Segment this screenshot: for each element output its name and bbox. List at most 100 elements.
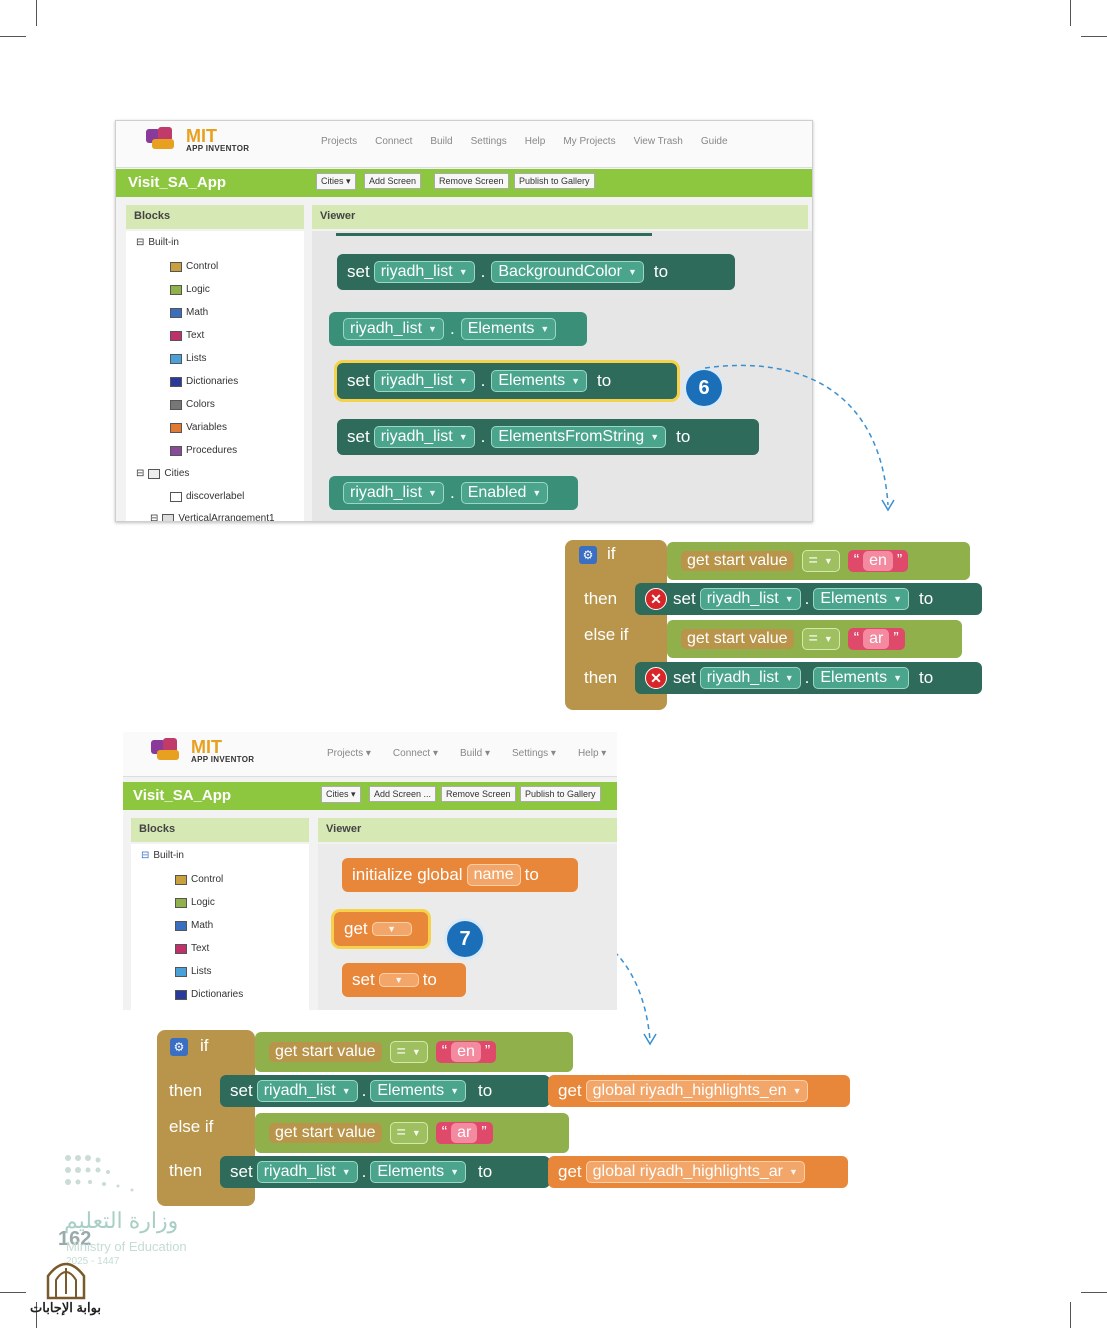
tree-item-dictionaries[interactable]: Dictionaries <box>170 376 238 387</box>
tree-item-logic[interactable]: Logic <box>170 284 210 295</box>
property-dropdown[interactable]: Elements▼ <box>370 1080 466 1102</box>
set-elements-block-highlighted[interactable]: set riyadh_list▼ . Elements▼ to <box>337 363 677 399</box>
property-dropdown[interactable]: Elements▼ <box>813 667 909 689</box>
screen-dropdown[interactable]: Cities ▾ <box>316 173 356 190</box>
collapse-icon[interactable]: ⊟ <box>136 468 145 479</box>
menu-settings[interactable]: Settings ▾ <box>512 748 556 759</box>
set-backgroundcolor-block[interactable]: set riyadh_list▼ . BackgroundColor▼ to <box>337 254 735 290</box>
get-global-en-block[interactable]: get global riyadh_highlights_en▼ <box>548 1075 850 1107</box>
get-start-value-block[interactable]: get start value <box>269 1123 382 1143</box>
set-elements-ar-block[interactable]: ✕ set riyadh_list▼ . Elements▼ to <box>635 662 982 694</box>
menu-guide[interactable]: Guide <box>700 136 728 147</box>
tree-item-procedures[interactable]: Procedures <box>170 445 237 456</box>
menu-connect[interactable]: Connect ▾ <box>392 748 438 759</box>
tree-item-lists[interactable]: Lists <box>170 353 207 364</box>
publish-button[interactable]: Publish to Gallery <box>514 173 595 189</box>
text-ar-block[interactable]: “ar” <box>435 1122 493 1144</box>
property-dropdown[interactable]: Elements▼ <box>813 588 909 610</box>
equals-dropdown[interactable]: =▼ <box>801 628 840 650</box>
component-dropdown[interactable]: riyadh_list▼ <box>699 667 801 689</box>
menu-help[interactable]: Help <box>524 136 546 147</box>
remove-screen-button[interactable]: Remove Screen <box>441 786 516 802</box>
text-value[interactable]: en <box>863 551 893 571</box>
tree-item-text[interactable]: Text <box>170 330 204 341</box>
tree-item-control[interactable]: Control <box>170 261 218 272</box>
text-value[interactable]: en <box>451 1042 481 1062</box>
variable-dropdown[interactable]: global riyadh_highlights_en▼ <box>585 1080 809 1102</box>
set-elements-ar-block[interactable]: set riyadh_list▼ . Elements▼ to <box>220 1156 550 1188</box>
initialize-global-block[interactable]: initialize global name to <box>342 858 578 892</box>
compare-block-ar[interactable]: get start value =▼ “ar” <box>255 1113 569 1153</box>
get-global-ar-block[interactable]: get global riyadh_highlights_ar▼ <box>548 1156 848 1188</box>
get-start-value-block[interactable]: get start value <box>269 1042 382 1062</box>
tree-item-lists[interactable]: Lists <box>175 966 212 977</box>
variable-name-field[interactable]: name <box>466 864 521 886</box>
tree-cities[interactable]: ⊟Cities <box>136 468 189 479</box>
tree-item-math[interactable]: Math <box>170 307 208 318</box>
property-dropdown[interactable]: Enabled▼ <box>460 482 549 504</box>
gear-icon[interactable]: ⚙ <box>170 1038 188 1056</box>
component-dropdown[interactable]: riyadh_list▼ <box>256 1080 358 1102</box>
get-start-value-block[interactable]: get start value <box>681 551 794 571</box>
text-value[interactable]: ar <box>451 1123 478 1143</box>
menu-build[interactable]: Build <box>430 136 453 147</box>
property-dropdown[interactable]: Elements▼ <box>460 318 557 340</box>
equals-dropdown[interactable]: =▼ <box>801 550 840 572</box>
tree-item-math[interactable]: Math <box>175 920 213 931</box>
set-elements-en-block[interactable]: ✕ set riyadh_list▼ . Elements▼ to <box>635 583 982 615</box>
compare-block-en[interactable]: get start value =▼ “en” <box>255 1032 573 1072</box>
menu-view-trash[interactable]: View Trash <box>633 136 683 147</box>
gear-icon[interactable]: ⚙ <box>579 546 597 564</box>
variable-dropdown[interactable]: global riyadh_highlights_ar▼ <box>585 1161 805 1183</box>
property-dropdown[interactable]: Elements▼ <box>370 1161 466 1183</box>
menu-build[interactable]: Build ▾ <box>459 748 491 759</box>
text-value[interactable]: ar <box>863 629 890 649</box>
component-dropdown[interactable]: riyadh_list▼ <box>343 318 444 340</box>
tree-item-label[interactable]: discoverlabel <box>170 491 244 502</box>
collapse-icon[interactable]: ⊟ <box>136 237 145 248</box>
menu-settings[interactable]: Settings <box>470 136 507 147</box>
tree-item-arrangement[interactable]: ⊟VerticalArrangement1 <box>150 513 275 522</box>
get-start-value-block[interactable]: get start value <box>681 629 794 649</box>
component-dropdown[interactable]: riyadh_list▼ <box>373 426 475 448</box>
compare-block-ar[interactable]: get start value =▼ “ar” <box>667 620 962 658</box>
tree-item-control[interactable]: Control <box>175 874 223 885</box>
screen-dropdown[interactable]: Cities ▾ <box>321 786 361 803</box>
collapse-icon[interactable]: ⊟ <box>150 513 159 522</box>
tree-item-variables[interactable]: Variables <box>170 422 227 433</box>
tree-item-logic[interactable]: Logic <box>175 897 215 908</box>
menu-projects[interactable]: Projects ▾ <box>327 748 371 759</box>
tree-item-text[interactable]: Text <box>175 943 209 954</box>
tree-builtin[interactable]: ⊟Built-in <box>136 237 179 248</box>
property-dropdown[interactable]: Elements▼ <box>491 370 587 392</box>
get-variable-block-highlighted[interactable]: get ▼ <box>334 912 428 946</box>
compare-block-en[interactable]: get start value =▼ “en” <box>667 542 970 580</box>
variable-dropdown[interactable]: ▼ <box>378 973 419 987</box>
remove-screen-button[interactable]: Remove Screen <box>434 173 509 189</box>
menu-connect[interactable]: Connect <box>375 136 413 147</box>
set-variable-block[interactable]: set ▼ to <box>342 963 466 997</box>
menu-projects[interactable]: Projects <box>321 136 358 147</box>
text-en-block[interactable]: “en” <box>435 1041 497 1063</box>
component-dropdown[interactable]: riyadh_list▼ <box>343 482 444 504</box>
property-dropdown[interactable]: BackgroundColor▼ <box>491 261 644 283</box>
tree-item-colors[interactable]: Colors <box>170 399 215 410</box>
add-screen-button[interactable]: Add Screen ... <box>369 786 437 802</box>
publish-button[interactable]: Publish to Gallery <box>520 786 601 802</box>
text-ar-block[interactable]: “ar” <box>847 628 905 650</box>
menu-help[interactable]: Help ▾ <box>577 748 607 759</box>
equals-dropdown[interactable]: =▼ <box>389 1041 428 1063</box>
menu-my-projects[interactable]: My Projects <box>563 136 616 147</box>
set-elements-en-block[interactable]: set riyadh_list▼ . Elements▼ to <box>220 1075 550 1107</box>
tree-builtin[interactable]: ⊟Built-in <box>141 850 184 861</box>
tree-item-dictionaries[interactable]: Dictionaries <box>175 989 243 1000</box>
collapse-icon[interactable]: ⊟ <box>141 850 150 861</box>
component-dropdown[interactable]: riyadh_list▼ <box>699 588 801 610</box>
component-dropdown[interactable]: riyadh_list▼ <box>373 261 475 283</box>
component-dropdown[interactable]: riyadh_list▼ <box>373 370 475 392</box>
get-enabled-block[interactable]: riyadh_list▼ . Enabled▼ <box>329 476 578 510</box>
set-elementsfromstring-block[interactable]: set riyadh_list▼ . ElementsFromString▼ t… <box>337 419 759 455</box>
component-dropdown[interactable]: riyadh_list▼ <box>256 1161 358 1183</box>
get-elements-block[interactable]: riyadh_list▼ . Elements▼ <box>329 312 587 346</box>
text-en-block[interactable]: “en” <box>847 550 909 572</box>
